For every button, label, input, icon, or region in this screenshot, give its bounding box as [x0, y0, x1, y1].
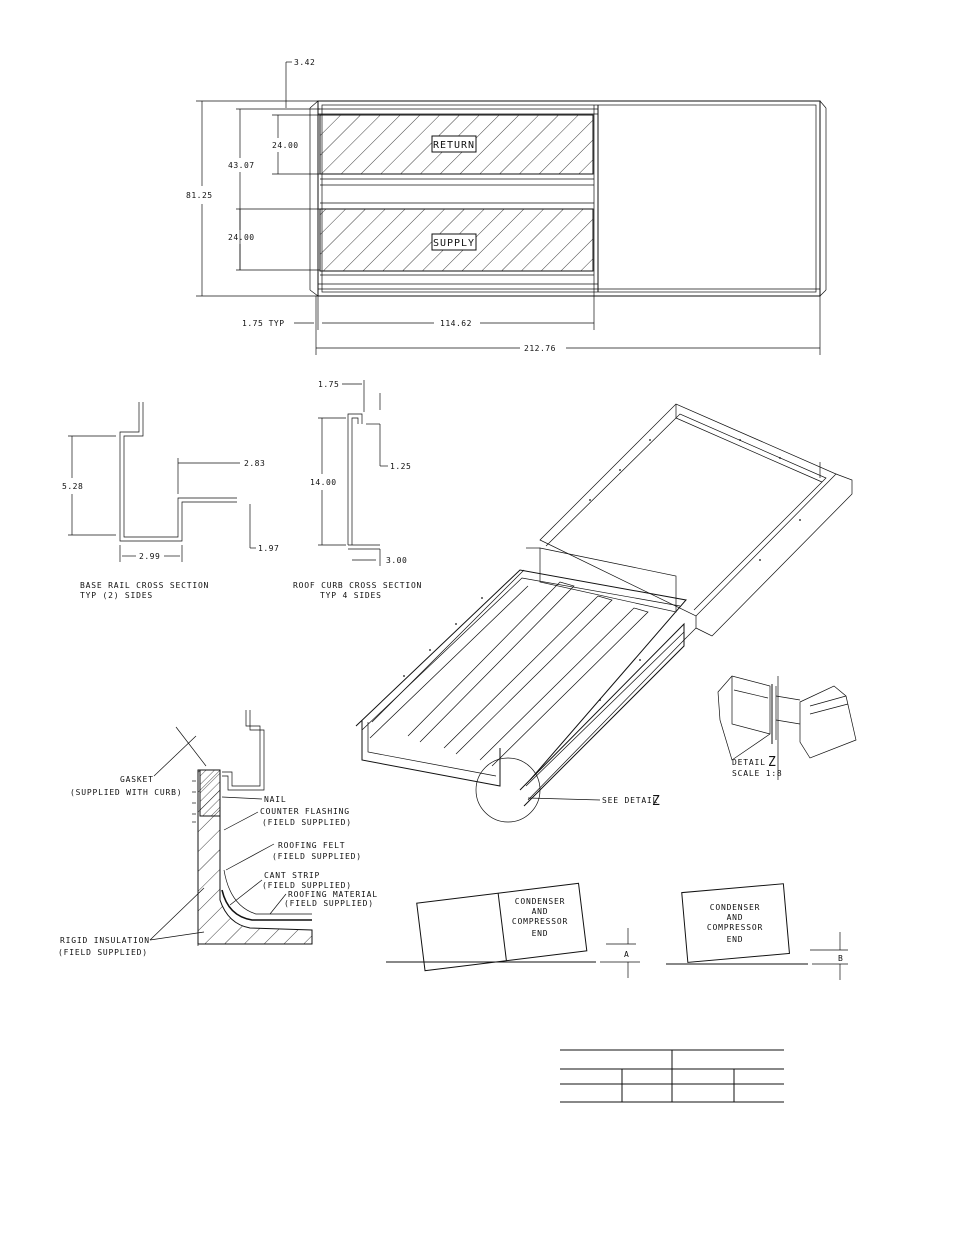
- unit-b-line-3: COMPRESSOR: [707, 923, 763, 932]
- level-table: [560, 1049, 784, 1103]
- plan-view: RETURN SUPPLY 3.42 81.25 43.07 24.00 24.…: [186, 58, 827, 355]
- detail-title: DETAIL: [732, 758, 766, 767]
- unit-a-line-1: CONDENSER: [515, 897, 566, 906]
- unit-b-line-2: AND: [727, 913, 744, 922]
- dim-supply-height: 24.00: [228, 233, 255, 242]
- nail-label: NAIL: [264, 795, 286, 804]
- detail-z-callout-circle: [475, 757, 541, 823]
- gasket-label-1: GASKET: [120, 775, 154, 784]
- return-label: RETURN: [433, 140, 475, 151]
- dim-opening-length: 114.62: [440, 319, 472, 328]
- supply-label: SUPPLY: [433, 238, 475, 249]
- unit-a-line-2: AND: [532, 907, 549, 916]
- gasket-label-2: (SUPPLIED WITH CURB): [70, 788, 182, 797]
- see-detail-label: SEE DETAIL: [602, 796, 658, 805]
- dim-base-rail-offset: 1.97: [258, 544, 279, 553]
- dim-overall-length: 212.76: [524, 344, 556, 353]
- unit-b-line-1: CONDENSER: [710, 903, 761, 912]
- rigid-insulation-label-2: (FIELD SUPPLIED): [58, 948, 148, 957]
- base-rail-section: 5.28 2.83 2.99 1.97 BASE RAIL CROSS SECT…: [62, 402, 279, 600]
- roofing-felt-label-1: ROOFING FELT: [278, 841, 345, 850]
- roof-curb-section: 1.75 1.25 14.00 3.00 ROOF CURB CROSS SEC…: [293, 380, 422, 600]
- counter-flashing-label-2: (FIELD SUPPLIED): [262, 818, 352, 827]
- dim-opening-span: 43.07: [228, 161, 255, 170]
- dim-curb-bottom-flange: 3.00: [386, 556, 407, 565]
- level-diagram-b: CONDENSER AND COMPRESSOR END B: [666, 883, 848, 980]
- cant-strip-label-1: CANT STRIP: [264, 871, 320, 880]
- roof-curb-caption-1: ROOF CURB CROSS SECTION: [293, 581, 422, 590]
- dim-b-label: B: [838, 954, 844, 963]
- cant-strip-label-2: (FIELD SUPPLIED): [262, 881, 352, 890]
- base-rail-caption-2: TYP (2) SIDES: [80, 591, 153, 600]
- dim-curb-lip: 1.25: [390, 462, 411, 471]
- counter-flashing-label-1: COUNTER FLASHING: [260, 807, 350, 816]
- roof-curb-caption-2: TYP 4 SIDES: [320, 591, 382, 600]
- dim-curb-height: 14.00: [310, 478, 337, 487]
- see-detail-letter: Z: [652, 794, 660, 809]
- detail-scale: SCALE 1:8: [732, 769, 783, 778]
- dim-base-rail-height: 5.28: [62, 482, 83, 491]
- unit-b-line-4: END: [727, 935, 744, 944]
- installation-detail: GASKET (SUPPLIED WITH CURB) NAIL COUNTER…: [58, 710, 378, 957]
- unit-a-line-3: COMPRESSOR: [512, 917, 568, 926]
- unit-a-line-4: END: [532, 929, 549, 938]
- rigid-insulation-label-1: RIGID INSULATION: [60, 936, 150, 945]
- dim-a-label: A: [624, 950, 630, 959]
- curb-outline: [317, 100, 821, 297]
- isometric-curb: SEE DETAIL Z: [355, 403, 853, 823]
- detail-title-letter: Z: [768, 755, 776, 770]
- dim-base-rail-bottom-width: 2.99: [139, 552, 160, 561]
- dim-base-rail-top-width: 2.83: [244, 459, 265, 468]
- dim-rail-typ: 1.75 TYP: [242, 319, 285, 328]
- dim-curb-top-flange: 1.75: [318, 380, 339, 389]
- dim-top-offset: 3.42: [294, 58, 315, 67]
- roofing-material-label-2: (FIELD SUPPLIED): [284, 899, 374, 908]
- dim-overall-height: 81.25: [186, 191, 213, 200]
- roofing-material-label-1: ROOFING MATERIAL: [288, 890, 378, 899]
- roofing-felt-label-2: (FIELD SUPPLIED): [272, 852, 362, 861]
- dim-return-height: 24.00: [272, 141, 299, 150]
- base-rail-caption-1: BASE RAIL CROSS SECTION: [80, 581, 209, 590]
- level-diagram-a: CONDENSER AND COMPRESSOR END A: [386, 882, 640, 978]
- detail-z: DETAIL Z SCALE 1:8: [717, 675, 857, 780]
